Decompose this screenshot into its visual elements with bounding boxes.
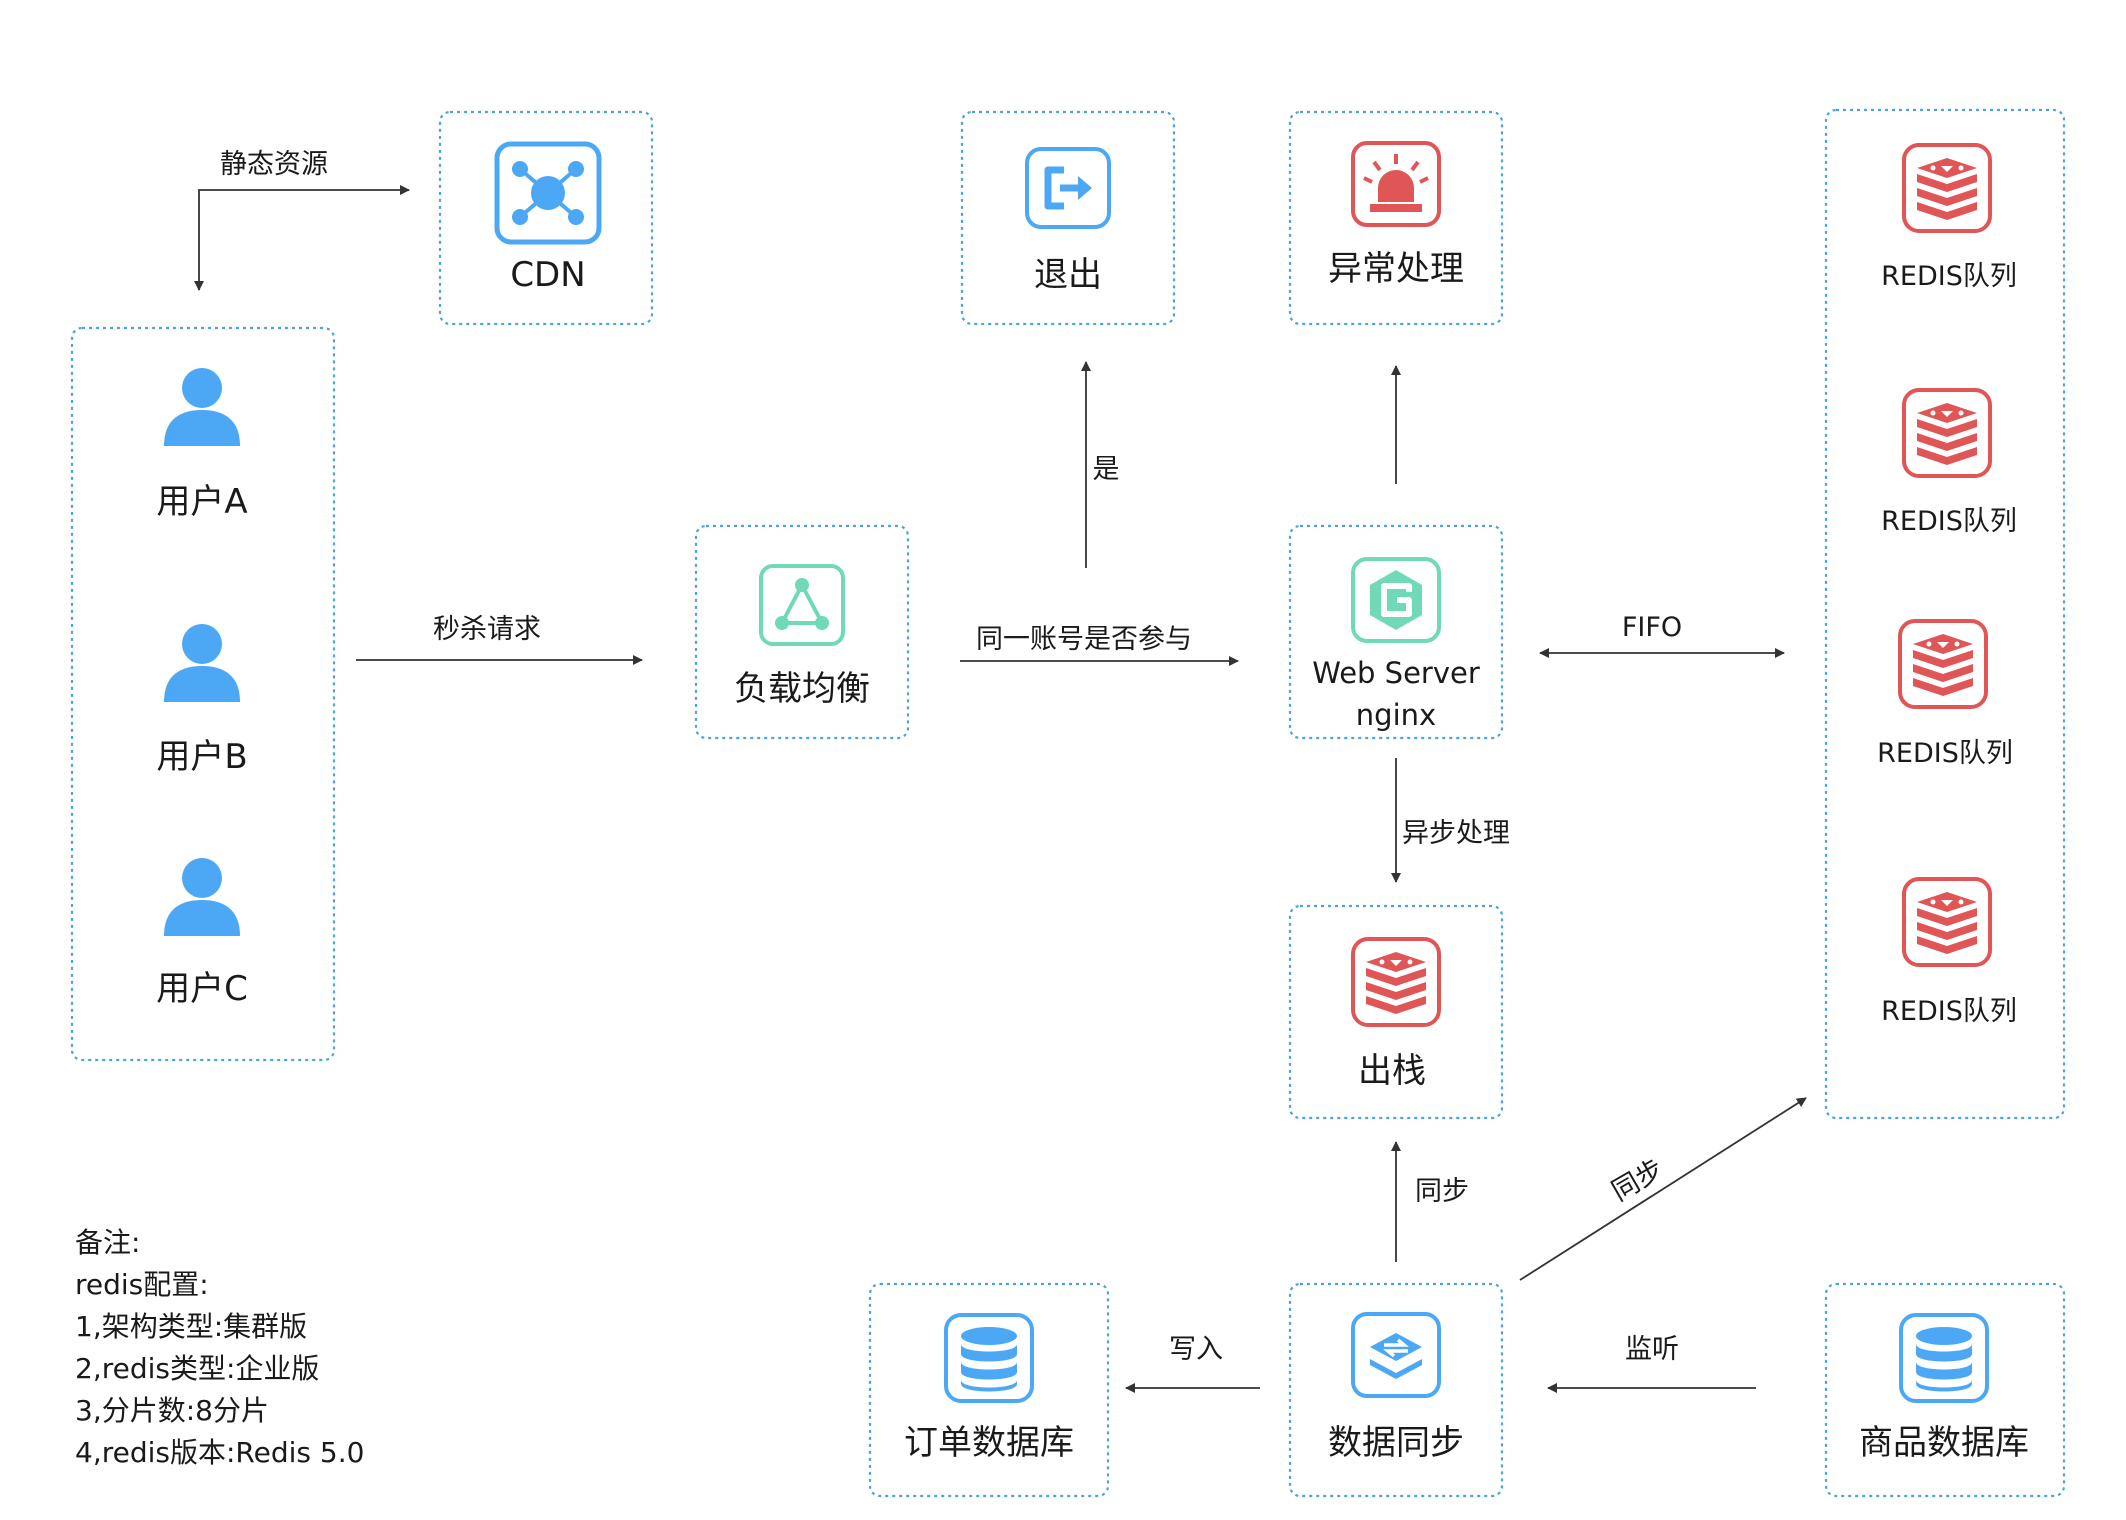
pop-label: 出栈: [1358, 1051, 1426, 1091]
cdn-label: CDN: [510, 255, 585, 295]
static-resources-label: 静态资源: [220, 149, 328, 180]
webserver-label-line1: Web Server: [1312, 656, 1480, 690]
listen-label: 监听: [1625, 1334, 1679, 1365]
cdn-box: [438, 110, 654, 326]
note-line: 3,分片数:8分片: [75, 1394, 269, 1427]
fifo-label: FIFO: [1622, 612, 1682, 643]
datasync-label: 数据同步: [1328, 1423, 1464, 1463]
static-resources-arrow: [194, 185, 410, 291]
user-a: 用户A: [156, 368, 248, 522]
database-icon: [1899, 1313, 1989, 1403]
nginx-g-icon: [1351, 557, 1441, 643]
redis-queue-3: REDIS队列: [1877, 619, 2013, 769]
write-label: 写入: [1169, 1334, 1223, 1365]
database-icon: [944, 1313, 1034, 1403]
note-line: redis配置:: [75, 1268, 209, 1301]
sync-diag-arrow: [1519, 1097, 1807, 1281]
redis-icon: [1898, 619, 1988, 709]
redis-queue-1: REDIS队列: [1881, 143, 2017, 292]
pop-box: [1288, 904, 1504, 1120]
redis-queue-label: REDIS队列: [1881, 506, 2017, 537]
note-line: 4,redis版本:Redis 5.0: [75, 1436, 364, 1469]
same-account-label: 同一账号是否参与: [976, 624, 1192, 655]
user-icon: [164, 858, 240, 936]
redis-icon: [1902, 877, 1992, 967]
sync-layers-icon: [1351, 1312, 1441, 1398]
redis-icon: [1351, 937, 1441, 1027]
redis-icon: [1902, 143, 1992, 233]
notes: 备注: redis配置: 1,架构类型:集群版 2,redis类型:企业版 3,…: [75, 1226, 364, 1469]
note-line: 1,架构类型:集群版: [75, 1310, 307, 1343]
redis-icon: [1902, 388, 1992, 478]
user-c: 用户C: [156, 858, 248, 1009]
user-a-label: 用户A: [156, 482, 247, 522]
seckill-label: 秒杀请求: [433, 614, 541, 645]
webserver-box: [1288, 524, 1504, 740]
alarm-icon: [1351, 141, 1441, 227]
user-icon: [164, 368, 240, 446]
note-line: 备注:: [75, 1226, 140, 1259]
sync-diag-label: 同步: [1607, 1154, 1669, 1208]
user-icon: [164, 624, 240, 702]
redis-queue-4: REDIS队列: [1881, 877, 2017, 1027]
user-b-label: 用户B: [156, 737, 247, 777]
goods-db-box: [1824, 1282, 2066, 1498]
redis-queue-label: REDIS队列: [1877, 738, 2013, 769]
note-line: 2,redis类型:企业版: [75, 1352, 319, 1385]
exception-label: 异常处理: [1328, 249, 1464, 289]
redis-queue-label: REDIS队列: [1881, 261, 2017, 292]
redis-queues-box: [1824, 108, 2066, 1120]
user-c-label: 用户C: [156, 969, 248, 1009]
order-db-label: 订单数据库: [904, 1423, 1074, 1463]
sync-up-label: 同步: [1415, 1176, 1469, 1207]
yes-label: 是: [1093, 454, 1120, 485]
datasync-box: [1288, 1282, 1504, 1498]
exit-icon: [1025, 147, 1111, 229]
goods-db-label: 商品数据库: [1859, 1423, 2029, 1463]
redis-queue-2: REDIS队列: [1881, 388, 2017, 537]
network-hub-icon: [494, 141, 602, 245]
exception-box: [1288, 110, 1504, 326]
order-db-box: [868, 1282, 1110, 1498]
webserver-label-line2: nginx: [1356, 698, 1436, 732]
redis-queue-label: REDIS队列: [1881, 996, 2017, 1027]
user-b: 用户B: [156, 624, 248, 777]
triangle-network-icon: [759, 564, 845, 646]
exit-box: [960, 110, 1176, 326]
exit-label: 退出: [1034, 255, 1102, 295]
load-balancer-label: 负载均衡: [734, 669, 870, 709]
async-label: 异步处理: [1402, 818, 1510, 849]
load-balancer-box: [694, 524, 910, 740]
users-box: [70, 326, 336, 1062]
